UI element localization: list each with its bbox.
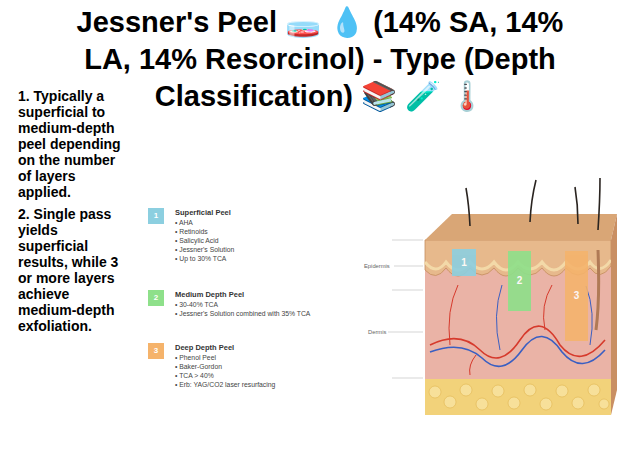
skin-side (611, 214, 617, 415)
depth-bar: 3 (565, 251, 588, 341)
fat-cells (429, 384, 609, 410)
peel-item: • Salicylic Acid (175, 236, 219, 245)
peel-item: • Phenol Peel (175, 353, 216, 362)
title: Jessner's Peel 🧫 💧 (14% SA, 14% LA, 14% … (55, 4, 585, 115)
peel-item: • Up to 30% TCA (175, 254, 226, 263)
hairs (466, 178, 600, 230)
peel-item: • TCA > 40% (175, 371, 214, 380)
peel-item: • Jessner's Solution combined with 35% T… (175, 309, 310, 318)
peel-heading: Superficial Peel (175, 208, 231, 217)
legend-number-box: 3 (148, 343, 164, 359)
callout-number: 1 (461, 258, 467, 268)
follicle (596, 250, 599, 330)
fat-layer (425, 378, 611, 415)
legend-number-box: 2 (148, 290, 164, 306)
peel-heading: Medium Depth Peel (175, 290, 244, 299)
legend-number-box: 1 (148, 208, 164, 224)
leader-lines (388, 240, 423, 378)
depth-bar: 1 (452, 249, 476, 276)
callout-number: 3 (574, 291, 580, 301)
skin-top (425, 214, 617, 240)
depth-bar: 2 (508, 251, 531, 311)
side-note: 2. Single pass yields superficial result… (18, 206, 126, 334)
peel-heading: Deep Depth Peel (175, 343, 234, 352)
side-note: 1. Typically a superficial to medium-dep… (18, 88, 130, 200)
layer-label: Epidermis (364, 263, 390, 270)
peel-item: • Baker-Gordon (175, 362, 222, 371)
peel-item: • AHA (175, 218, 193, 227)
peel-item: • Jessner's Solution (175, 245, 234, 254)
callout-number: 1 (154, 212, 158, 220)
callout-number: 3 (154, 347, 158, 355)
peel-item: • Erb: YAG/CO2 laser resurfacing (175, 380, 275, 389)
callout-number: 2 (154, 294, 158, 302)
peel-item: • Retinoids (175, 227, 208, 236)
layer-label: Dermis (368, 329, 386, 336)
peel-item: • 30-40% TCA (175, 300, 218, 309)
callout-number: 2 (517, 276, 523, 286)
